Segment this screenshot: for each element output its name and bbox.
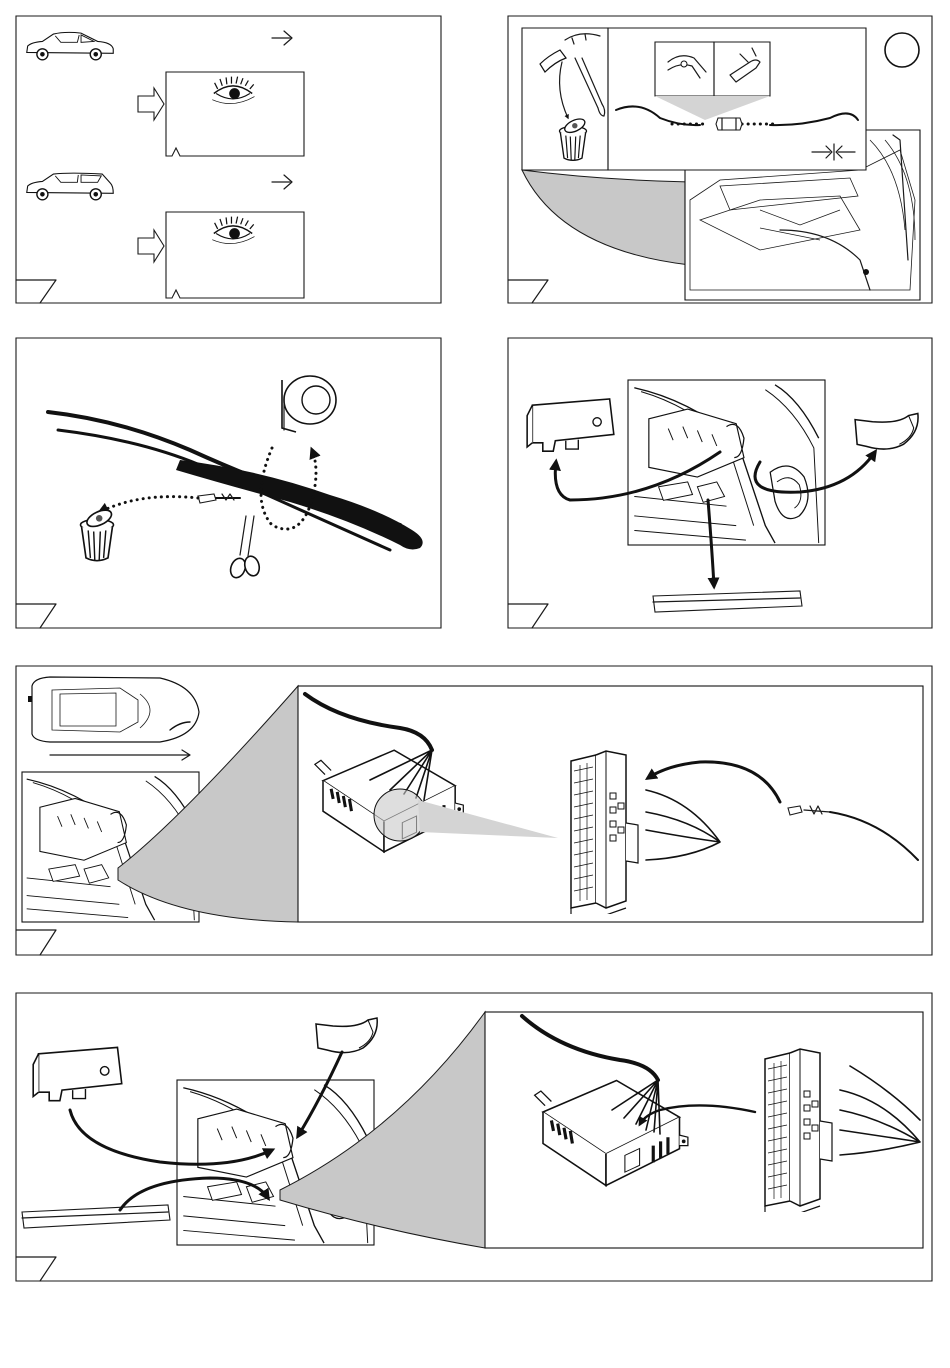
step-2-panel: [508, 16, 932, 303]
car-top-view: [28, 677, 199, 742]
butt-connector-icon: [716, 118, 742, 130]
step-4-panel: [508, 338, 932, 628]
inspection-box-1: [166, 72, 304, 156]
step-6-panel: [16, 993, 932, 1281]
step-1-panel: [16, 16, 441, 303]
inspection-box-2: [166, 212, 304, 298]
step-2-circle-marker: [885, 33, 919, 67]
step-3-panel: [16, 338, 441, 628]
step-5-panel: [16, 666, 932, 955]
